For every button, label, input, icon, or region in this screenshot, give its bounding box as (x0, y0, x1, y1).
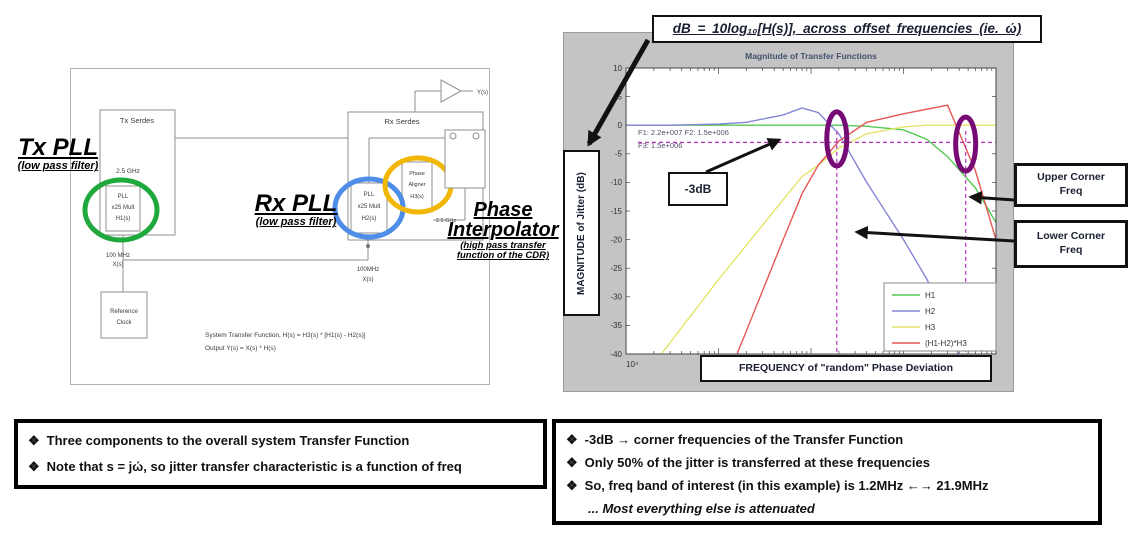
svg-text:-35: -35 (610, 321, 622, 330)
ref-clock-line2: Clock (116, 320, 132, 326)
tx-pll-line2: x25 Mult (112, 205, 135, 211)
rx-ref-line1: 100MHz (357, 267, 379, 273)
bullet-icon: ❖ (566, 432, 578, 447)
y-axis-label: MAGNITUDE of Jitter (dB) (576, 172, 587, 296)
notes-right-box: ❖-3dB → corner frequencies of the Transf… (552, 419, 1102, 525)
output-buffer-triangle (440, 79, 463, 103)
svg-text:-10: -10 (610, 178, 622, 187)
bullet-icon: ❖ (28, 459, 40, 474)
tx-serdes-label: Tx Serdes (120, 116, 154, 125)
corner-freq-annotation-1: F1: 2.2e+007 F2: 1.5e+006 (638, 128, 729, 137)
svg-text:(H1-H2)*H3: (H1-H2)*H3 (925, 339, 967, 348)
rx-pll-line1: PLL (364, 192, 375, 198)
tx-pll-highlight-circle (82, 177, 160, 243)
plot-border (625, 67, 997, 355)
pi-callout-sub2: function of the CDR) (456, 250, 550, 262)
tx-ref-line1: 100 MHz (106, 253, 130, 259)
tx-pll-line3: H1(s) (116, 216, 131, 222)
rx-pll-box (350, 182, 388, 234)
tx-pll-callout-sub: (low pass filter) (17, 160, 99, 173)
ref-clock-line1: Reference (110, 309, 138, 315)
pi-callout-sub1: (high pass transfer (460, 239, 546, 251)
svg-text:H3: H3 (925, 323, 936, 332)
bullet-icon: ❖ (566, 478, 578, 493)
tx-pll-callout: Tx PLL (low pass filter) (2, 134, 114, 173)
bullet-icon: ❖ (28, 433, 40, 448)
pi-callout-title1: Phase (473, 199, 533, 221)
sampler-port-right (472, 132, 480, 140)
output-signal-label: Y(s) (477, 90, 488, 96)
phase-aligner-line1: Phase (409, 171, 425, 177)
rx-pll-callout: Rx PLL (low pass filter) (236, 190, 356, 229)
svg-text:-15: -15 (610, 207, 622, 216)
rx-pll-line3: H2(s) (362, 216, 377, 222)
rx-ref-line2: X(s) (363, 277, 374, 283)
note-bullet: ❖Note that s = jώ, so jitter transfer ch… (28, 459, 462, 474)
sampler-box (444, 129, 486, 189)
y-axis-tick-labels: 10 5 0 -5 -10 -15 -20 -25 -30 -35 -40 (610, 64, 622, 359)
rx-pll-callout-sub: (low pass filter) (255, 216, 337, 229)
diagram-border (70, 68, 490, 385)
upper-corner-freq-box: Upper Corner Freq (1014, 163, 1128, 207)
rx-serdes-label: Rx Serdes (384, 117, 419, 126)
rx-pll-callout-title: Rx PLL (254, 190, 338, 217)
tx-freq-label: 2.5 GHz (116, 168, 140, 175)
svg-text:H2: H2 (925, 307, 936, 316)
svg-text:5: 5 (618, 92, 623, 101)
pi-callout-title2: Interpolator (447, 219, 559, 242)
svg-text:-20: -20 (610, 235, 622, 244)
phase-interpolator-callout: Phase Interpolator (high pass transfer f… (423, 200, 583, 262)
svg-text:-25: -25 (610, 264, 622, 273)
minus-3db-box: -3dB (668, 172, 728, 206)
phase-aligner-line3: H3(s) (410, 194, 424, 200)
svg-text:H1: H1 (925, 291, 936, 300)
rx-pll-line2: x25 Mult (358, 204, 381, 210)
tx-pll-box (105, 185, 141, 232)
lower-corner-freq-box: Lower Corner Freq (1014, 220, 1128, 268)
lower-corner-line2: Freq (1059, 244, 1083, 257)
y-axis-label-box: MAGNITUDE of Jitter (dB) (563, 150, 600, 316)
phase-aligner-line2: Aligner (408, 182, 425, 188)
x-axis-label-box: FREQUENCY of "random" Phase Deviation (700, 355, 992, 382)
rx-freq-label: 2.5 GHz (436, 218, 456, 224)
phase-aligner-box (401, 161, 433, 213)
note-bullet: ❖-3dB → corner frequencies of the Transf… (566, 432, 904, 447)
serdes-block-diagram: Tx Serdes 2.5 GHz PLL x25 Mult H1(s) 100… (70, 68, 490, 386)
svg-text:-40: -40 (610, 350, 622, 359)
bullet-icon: ❖ (566, 455, 578, 470)
svg-text:10: 10 (613, 64, 622, 73)
system-transfer-formula: System Transfer Function, H(s) = H3(s) *… (205, 332, 366, 339)
note-footnote: ... Most everything else is attenuated (588, 501, 815, 516)
tx-pll-line1: PLL (118, 194, 129, 200)
tx-pll-callout-title: Tx PLL (17, 134, 98, 161)
reference-clock-box (100, 291, 148, 339)
tx-ref-line2: X(s) (113, 262, 124, 268)
x-axis-tick-label: 10⁴ (626, 360, 639, 369)
chart-title: Magnitude of Transfer Functions (745, 51, 877, 61)
upper-corner-line2: Freq (1059, 185, 1083, 198)
output-formula: Output Y(s) = X(s) * H(s) (205, 345, 276, 352)
notes-left-box: ❖Three components to the overall system … (14, 419, 547, 489)
svg-text:0: 0 (618, 121, 623, 130)
note-bullet: ❖Only 50% of the jitter is transferred a… (566, 455, 930, 470)
sampler-port-left (449, 132, 457, 140)
lower-corner-line1: Lower Corner (1036, 230, 1106, 242)
db-formula-box: dB = 10log₁₀[H(s)], across offset freque… (652, 15, 1042, 43)
upper-corner-line1: Upper Corner (1037, 171, 1105, 183)
note-bullet: ❖So, freq band of interest (in this exam… (566, 478, 989, 493)
corner-freq-annotation-2: F3: 1.5e+006 (638, 141, 682, 150)
svg-text:-30: -30 (610, 293, 622, 302)
svg-text:-5: -5 (615, 150, 623, 159)
wire-junction-dot (366, 244, 370, 248)
note-bullet: ❖Three components to the overall system … (28, 433, 410, 448)
